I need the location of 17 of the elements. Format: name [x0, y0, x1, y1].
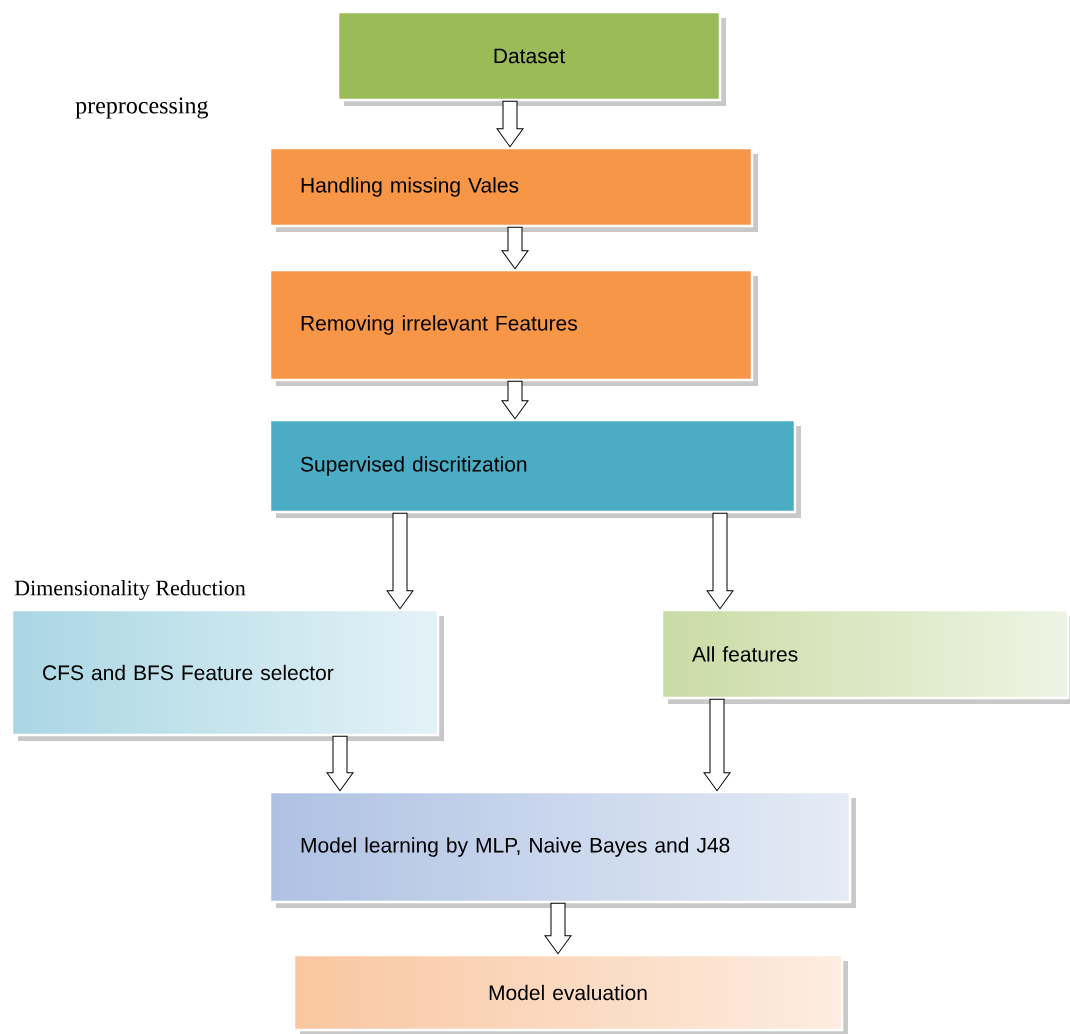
arrow	[706, 512, 734, 610]
section-label: preprocessing	[75, 97, 209, 119]
arrow	[496, 100, 524, 148]
process-box: Model evaluation	[292, 953, 848, 1034]
process-box: Model learning by MLP, Naive Bayes and J48	[268, 790, 856, 908]
process-box: All features	[660, 608, 1070, 704]
process-box: Removing irrelevant Features	[268, 268, 758, 386]
arrow	[703, 698, 731, 792]
arrow	[326, 735, 354, 792]
arrow	[501, 226, 529, 270]
process-box: Dataset	[336, 10, 726, 106]
arrow	[501, 380, 529, 420]
process-box: CFS and BFS Feature selector	[10, 608, 444, 741]
arrow	[386, 512, 414, 610]
process-box: Handling missing Vales	[268, 146, 758, 232]
arrow	[544, 902, 572, 955]
process-box: Supervised discritization	[268, 418, 801, 518]
